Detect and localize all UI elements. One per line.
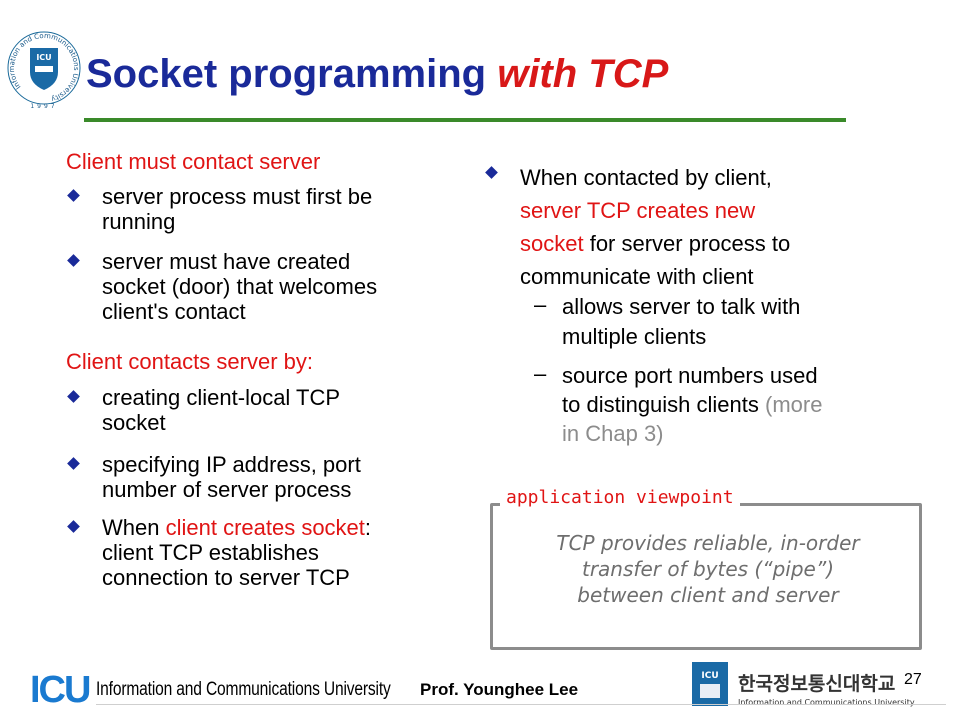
box-text: TCP provides reliable, in-order transfer… (556, 531, 860, 607)
bullet-diamond-icon (67, 390, 80, 403)
page-number: 27 (904, 671, 922, 688)
korean-university-logo: ICU 한국정보통신대학교 Information and Communicat… (692, 662, 915, 707)
icu-logo-text: ICU (30, 669, 90, 708)
left-bullet-5: When client creates socket: client TCP e… (102, 515, 372, 590)
page-title: Socket programming with TCP (86, 52, 668, 97)
box-label: application viewpoint (500, 487, 740, 508)
presenter-name: Prof. Younghee Lee (420, 680, 579, 699)
bullet-diamond-icon (67, 520, 80, 533)
korean-logo-mark: ICU (701, 671, 718, 681)
korean-name: 한국정보통신대학교 (738, 673, 895, 695)
left-heading-1: Client must contact server (66, 149, 321, 174)
bullet-diamond-icon (485, 166, 498, 179)
title-main: Socket programming (86, 52, 498, 96)
university-name: Information and Communications Universit… (96, 679, 391, 700)
right-bullet-1: When contacted by client, server TCP cre… (520, 165, 791, 289)
dash-marker: – (534, 361, 547, 386)
icu-logo: ICU (30, 669, 92, 708)
title-divider (84, 118, 846, 122)
footer-divider (96, 704, 946, 705)
right-sub-bullet-2: source port numbers used to distinguish … (562, 363, 823, 446)
left-heading-2: Client contacts server by: (66, 349, 313, 374)
title-emphasis: with TCP (497, 52, 669, 96)
bullet-diamond-icon (67, 254, 80, 267)
korean-sub: Information and Communications Universit… (738, 698, 915, 707)
seal-logo-text: ICU (36, 53, 51, 62)
bullet-diamond-icon (67, 189, 80, 202)
university-seal-logo: Information and Communications Universit… (7, 31, 81, 110)
dash-marker: – (534, 292, 547, 317)
seal-year: 1997 (30, 103, 57, 110)
bullet-diamond-icon (67, 457, 80, 470)
